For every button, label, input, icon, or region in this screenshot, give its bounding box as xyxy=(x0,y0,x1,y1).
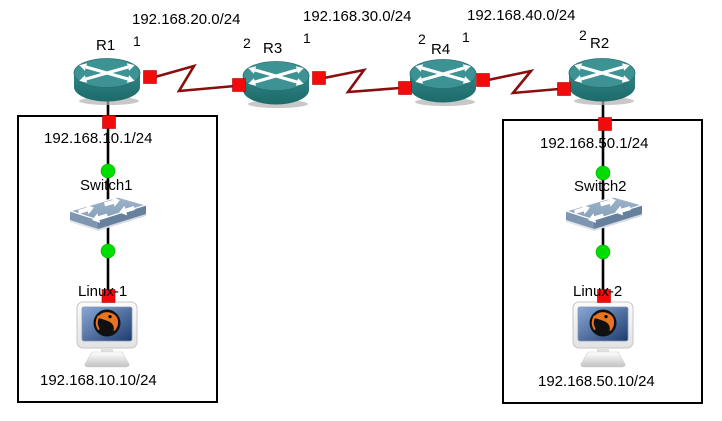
iface-label-r1-net20: 1 xyxy=(133,33,141,49)
status-dot-switch2-up xyxy=(595,165,611,181)
status-dot-linux2-up xyxy=(595,244,611,260)
status-dot-switch1-up xyxy=(100,163,116,179)
router-r1-icon[interactable] xyxy=(72,56,142,106)
endpoint-square-linux2 xyxy=(597,289,611,303)
link-status-dots xyxy=(100,163,611,260)
linux2-host-icon[interactable] xyxy=(572,301,634,368)
network-label-30: 192.168.30.0/24 xyxy=(303,8,412,25)
switch1-icon[interactable] xyxy=(70,195,146,231)
endpoint-square-r3-serial-left xyxy=(232,78,246,92)
switch2-label: Switch2 xyxy=(574,178,627,195)
endpoint-square-r1-serial xyxy=(143,70,157,84)
lan1-gateway-ip-label: 192.168.10.1/24 xyxy=(44,130,153,147)
network-label-40: 192.168.40.0/24 xyxy=(467,7,576,24)
router-r4-icon[interactable] xyxy=(408,57,478,107)
endpoint-square-r2-lan xyxy=(598,117,612,131)
linux1-ip-label: 192.168.10.10/24 xyxy=(40,372,157,389)
router-label-r1: R1 xyxy=(96,37,116,54)
endpoint-square-r3-serial-right xyxy=(312,71,326,85)
serial-link-r3-r4[interactable] xyxy=(323,68,401,94)
status-dot-linux1-up xyxy=(100,243,116,259)
lan1-boundary-box[interactable] xyxy=(17,115,218,403)
serial-link-r4-r2[interactable] xyxy=(487,68,560,95)
lan2-gateway-ip-label: 192.168.50.1/24 xyxy=(540,135,649,152)
endpoint-square-r2-serial xyxy=(557,82,571,96)
linux2-label: Linux-2 xyxy=(573,283,623,300)
switch2-icon[interactable] xyxy=(566,195,642,231)
iface-label-r3-net30: 1 xyxy=(303,30,311,46)
linux1-label: Linux-1 xyxy=(78,283,128,300)
iface-label-r4-net30: 2 xyxy=(418,31,426,47)
router-label-r2: R2 xyxy=(590,35,610,52)
router-r2-icon[interactable] xyxy=(567,56,637,106)
endpoint-square-r4-serial-right xyxy=(476,73,490,87)
link-endpoint-squares xyxy=(101,70,612,303)
endpoint-square-linux1 xyxy=(101,289,116,303)
router-label-r4: R4 xyxy=(431,41,451,58)
endpoint-square-r4-serial-left xyxy=(398,81,412,95)
serial-link-r1-r3[interactable] xyxy=(154,63,236,93)
iface-label-r2-net40: 2 xyxy=(579,27,587,43)
router-label-r3: R3 xyxy=(263,40,283,57)
switch1-label: Switch1 xyxy=(80,177,133,194)
iface-label-r3-net20: 2 xyxy=(243,35,251,51)
iface-label-r4-net40: 1 xyxy=(462,29,470,45)
linux2-ip-label: 192.168.50.10/24 xyxy=(538,373,655,390)
linux1-host-icon[interactable] xyxy=(76,301,138,368)
router-r3-icon[interactable] xyxy=(241,59,311,109)
endpoint-square-r1-lan xyxy=(102,115,116,129)
network-label-20: 192.168.20.0/24 xyxy=(132,11,241,28)
